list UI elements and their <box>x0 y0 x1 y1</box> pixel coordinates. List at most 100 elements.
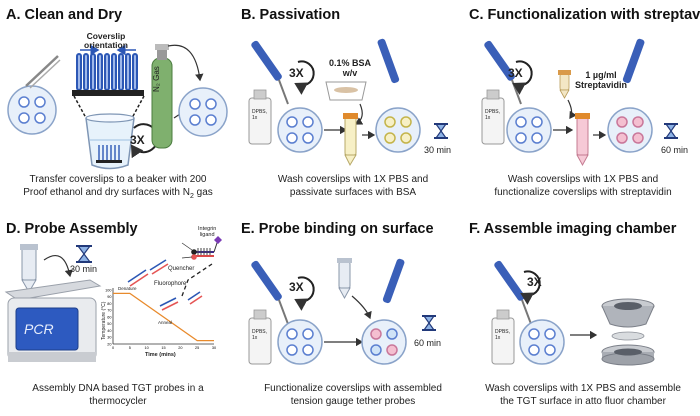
hourglass-icon <box>422 315 436 331</box>
panel-a-caption: Transfer coverslips to a beaker with 200… <box>23 174 213 200</box>
tweezers-icon <box>25 55 59 87</box>
y-axis-label: Temperature (°C) <box>101 301 107 340</box>
panel-f-art <box>491 260 655 366</box>
y-tick-label: 80 <box>107 302 111 306</box>
n2-gas-label: N₂ Gas <box>152 66 161 92</box>
denature-label: Denature <box>118 286 137 291</box>
pcr-label: PCR <box>24 321 54 337</box>
pipette-icon <box>251 40 289 105</box>
pbs-bottle-label: DPBS,1x <box>485 109 501 121</box>
pbs-bottle-label: DPBS,1x <box>495 329 511 341</box>
pbs-bottle <box>248 317 272 365</box>
pipette-icon <box>377 38 400 84</box>
hourglass-icon <box>434 123 448 139</box>
panel-d-title: D. Probe Assembly <box>6 221 138 237</box>
petri-dish <box>7 85 57 135</box>
repeat-label: 3X <box>508 66 523 80</box>
y-tick-label: 60 <box>107 315 111 319</box>
y-tick-label: 50 <box>107 322 111 326</box>
panel-c-art <box>481 38 678 167</box>
petri-dish <box>178 87 228 137</box>
probe-tube <box>337 258 352 300</box>
petri-dish <box>277 107 323 153</box>
quencher-label: Quencher <box>168 266 195 272</box>
pipette-icon <box>251 260 289 325</box>
pcr-temperature-line <box>113 292 214 342</box>
petri-dish <box>519 319 565 365</box>
bsa-tube <box>343 113 358 167</box>
pbs-bottle <box>248 97 272 145</box>
streptavidin-vial <box>558 70 571 99</box>
attofluor-chamber <box>601 298 655 366</box>
repeat-label: 3X <box>130 133 145 147</box>
incubation-time: 60 min <box>414 338 442 348</box>
incubation-time: 60 min <box>661 145 689 155</box>
repeat-arrow-icon <box>294 60 315 95</box>
quencher-icon <box>191 249 197 255</box>
repeat-arrow-icon <box>512 60 533 95</box>
petri-dish <box>607 107 653 153</box>
x-tick-label: 20 <box>178 346 182 350</box>
incubation-time: 30 min <box>424 145 452 155</box>
pbs-bottle-label: DPBS,1x <box>252 109 268 121</box>
repeat-label: 3X <box>527 275 542 289</box>
x-tick-label: 25 <box>195 346 199 350</box>
probe-tube <box>20 244 38 293</box>
repeat-arrow-icon <box>294 276 315 311</box>
panel-c-title: C. Functionalization with streptavidin <box>469 7 700 23</box>
petri-dish <box>506 107 552 153</box>
x-tick-label: 10 <box>145 346 149 350</box>
petri-dish <box>375 107 421 153</box>
anneal-label: Anneal <box>158 320 173 325</box>
repeat-label: 3X <box>289 66 304 80</box>
x-tick-label: 0 <box>112 346 114 350</box>
fluorophore-icon <box>191 254 197 260</box>
panel-b-art <box>248 38 448 167</box>
fluorophore-label: Fluorophore <box>154 281 187 287</box>
pipette-icon <box>382 258 405 304</box>
y-tick-label: 70 <box>107 309 111 313</box>
beaker <box>85 117 135 170</box>
panel-f-caption: Wash coverslips with 1X PBS and assemble… <box>485 383 681 407</box>
panel-e-art <box>248 258 436 365</box>
panel-f-title: F. Assemble imaging chamber <box>469 221 677 237</box>
repeat-label: 3X <box>289 280 304 294</box>
y-tick-label: 100 <box>105 288 111 292</box>
y-tick-label: 40 <box>107 329 111 333</box>
tgt-probe-schematic <box>127 236 222 311</box>
x-tick-label: 30 <box>212 346 216 350</box>
integrin-ligand-icon <box>214 236 222 244</box>
x-tick-label: 15 <box>161 346 165 350</box>
incubation-time: 30 min <box>70 264 98 274</box>
hourglass-icon <box>664 123 678 139</box>
panel-a-title: A. Clean and Dry <box>6 7 123 23</box>
hourglass-icon <box>76 245 92 263</box>
panel-b-title: B. Passivation <box>241 7 341 23</box>
streptavidin-tube <box>575 113 590 167</box>
pbs-bottle <box>491 317 515 365</box>
pipette-icon <box>622 38 645 84</box>
y-tick-label: 20 <box>107 342 111 346</box>
panel-e-title: E. Probe binding on surface <box>241 221 434 237</box>
x-axis-label: Time (mins) <box>145 352 176 358</box>
repeat-arrow-icon <box>520 270 541 305</box>
y-tick-label: 30 <box>107 336 111 340</box>
petri-dish <box>277 319 323 365</box>
panel-a-art <box>7 44 228 170</box>
pbs-bottle <box>481 97 505 145</box>
petri-dish <box>361 319 407 365</box>
x-tick-label: 5 <box>129 346 131 350</box>
pbs-bottle-label: DPBS,1x <box>252 329 268 341</box>
